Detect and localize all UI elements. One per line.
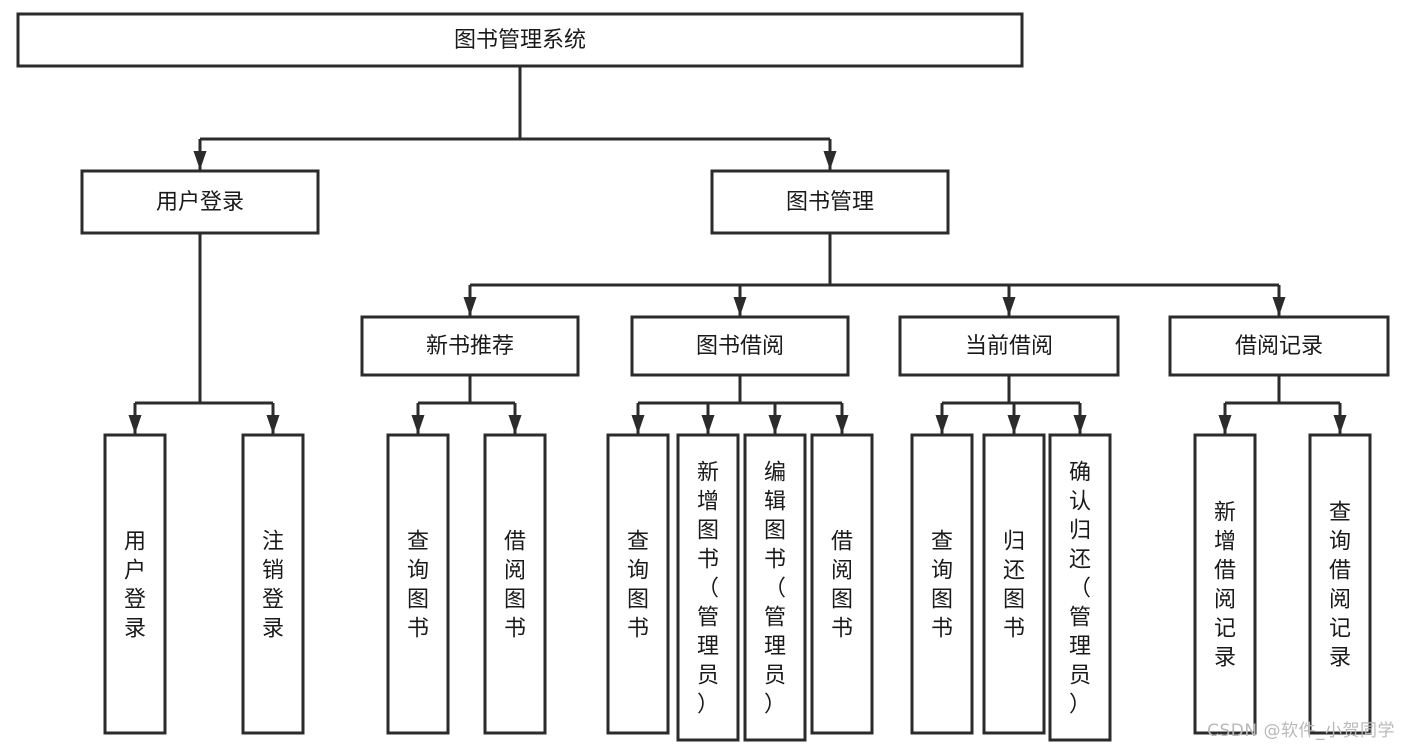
- edge-arrowhead: [463, 297, 477, 316]
- node-label: 用户登录: [124, 530, 146, 642]
- node-leaf-borrow-book-1[interactable]: 借阅图书: [483, 433, 547, 735]
- node-root[interactable]: 图书管理系统: [16, 12, 1024, 68]
- node-leaf-add-book[interactable]: 新增图书（管理员）: [676, 433, 740, 742]
- node-label: 归还图书: [1003, 530, 1025, 642]
- node-box: [241, 433, 305, 735]
- edge-arrowhead: [1218, 415, 1232, 434]
- node-label: 查询图书: [931, 530, 953, 642]
- node-leaf-return-book[interactable]: 归还图书: [982, 433, 1046, 735]
- node-n-user-login[interactable]: 用户登录: [80, 169, 320, 235]
- edge-arrowhead: [411, 415, 425, 434]
- node-box: [1308, 433, 1372, 735]
- node-box: [630, 315, 850, 377]
- node-label: 注销登录: [262, 530, 284, 642]
- edge-arrowhead: [935, 415, 949, 434]
- edge-arrowhead: [823, 151, 837, 170]
- node-leaf-borrow-book-2[interactable]: 借阅图书: [810, 433, 874, 735]
- node-label: 查询图书: [627, 530, 649, 642]
- node-label: 借阅图书: [831, 530, 853, 642]
- edge-arrowhead: [1002, 297, 1016, 316]
- node-leaf-user-login[interactable]: 用户登录: [103, 433, 167, 735]
- node-n-borrow[interactable]: 图书借阅: [630, 315, 850, 377]
- node-label: 新增图书（管理员）: [697, 461, 719, 718]
- node-leaf-query-book-2[interactable]: 查询图书: [606, 433, 670, 735]
- node-label: 新书推荐: [426, 334, 514, 359]
- node-label: 编辑图书（管理员）: [764, 461, 786, 718]
- edge-arrowhead: [631, 415, 645, 434]
- node-box: [80, 169, 320, 235]
- node-layer: 图书管理系统用户登录图书管理新书推荐图书借阅当前借阅借阅记录用户登录注销登录查询…: [16, 12, 1390, 742]
- node-label: 查询图书: [407, 530, 429, 642]
- node-box: [16, 12, 1024, 68]
- node-label: 当前借阅: [965, 334, 1053, 359]
- node-box: [898, 315, 1120, 377]
- node-box: [103, 433, 167, 735]
- node-box: [606, 433, 670, 735]
- node-box: [386, 433, 450, 735]
- node-box: [483, 433, 547, 735]
- edge-layer: [128, 66, 1347, 434]
- node-box: [1048, 433, 1112, 742]
- node-label: 查询借阅记录: [1329, 501, 1351, 671]
- edge-arrowhead: [701, 415, 715, 434]
- node-leaf-query-book-3[interactable]: 查询图书: [910, 433, 974, 735]
- node-leaf-logout[interactable]: 注销登录: [241, 433, 305, 735]
- node-label: 确认归还（管理员）: [1069, 461, 1091, 718]
- node-box: [1168, 315, 1390, 377]
- edge-arrowhead: [835, 415, 849, 434]
- edge-arrowhead: [1333, 415, 1347, 434]
- edge-arrowhead: [733, 297, 747, 316]
- node-n-book-manage[interactable]: 图书管理: [710, 169, 950, 235]
- node-box: [1193, 433, 1257, 735]
- node-n-record[interactable]: 借阅记录: [1168, 315, 1390, 377]
- edge-arrowhead: [1073, 415, 1087, 434]
- node-leaf-edit-book[interactable]: 编辑图书（管理员）: [743, 433, 807, 742]
- edge-arrowhead: [266, 415, 280, 434]
- node-label: 新增借阅记录: [1214, 501, 1236, 671]
- node-n-current[interactable]: 当前借阅: [898, 315, 1120, 377]
- edge-arrowhead: [1272, 297, 1286, 316]
- edge-arrowhead: [193, 151, 207, 170]
- node-label: 图书借阅: [696, 334, 784, 359]
- node-box: [360, 315, 580, 377]
- node-label: 借阅图书: [504, 530, 526, 642]
- edge-arrowhead: [768, 415, 782, 434]
- node-label: 借阅记录: [1235, 334, 1323, 359]
- node-box: [810, 433, 874, 735]
- node-n-new-book[interactable]: 新书推荐: [360, 315, 580, 377]
- node-leaf-confirm-return[interactable]: 确认归还（管理员）: [1048, 433, 1112, 742]
- node-leaf-add-record[interactable]: 新增借阅记录: [1193, 433, 1257, 735]
- edge-arrowhead: [128, 415, 142, 434]
- node-label: 用户登录: [156, 190, 244, 215]
- node-leaf-query-record[interactable]: 查询借阅记录: [1308, 433, 1372, 735]
- node-box: [710, 169, 950, 235]
- node-box: [676, 433, 740, 742]
- node-box: [982, 433, 1046, 735]
- node-box: [743, 433, 807, 742]
- node-box: [910, 433, 974, 735]
- edge-arrowhead: [1007, 415, 1021, 434]
- edge-arrowhead: [508, 415, 522, 434]
- node-label: 图书管理系统: [454, 28, 586, 53]
- node-leaf-query-book-1[interactable]: 查询图书: [386, 433, 450, 735]
- node-label: 图书管理: [786, 190, 874, 215]
